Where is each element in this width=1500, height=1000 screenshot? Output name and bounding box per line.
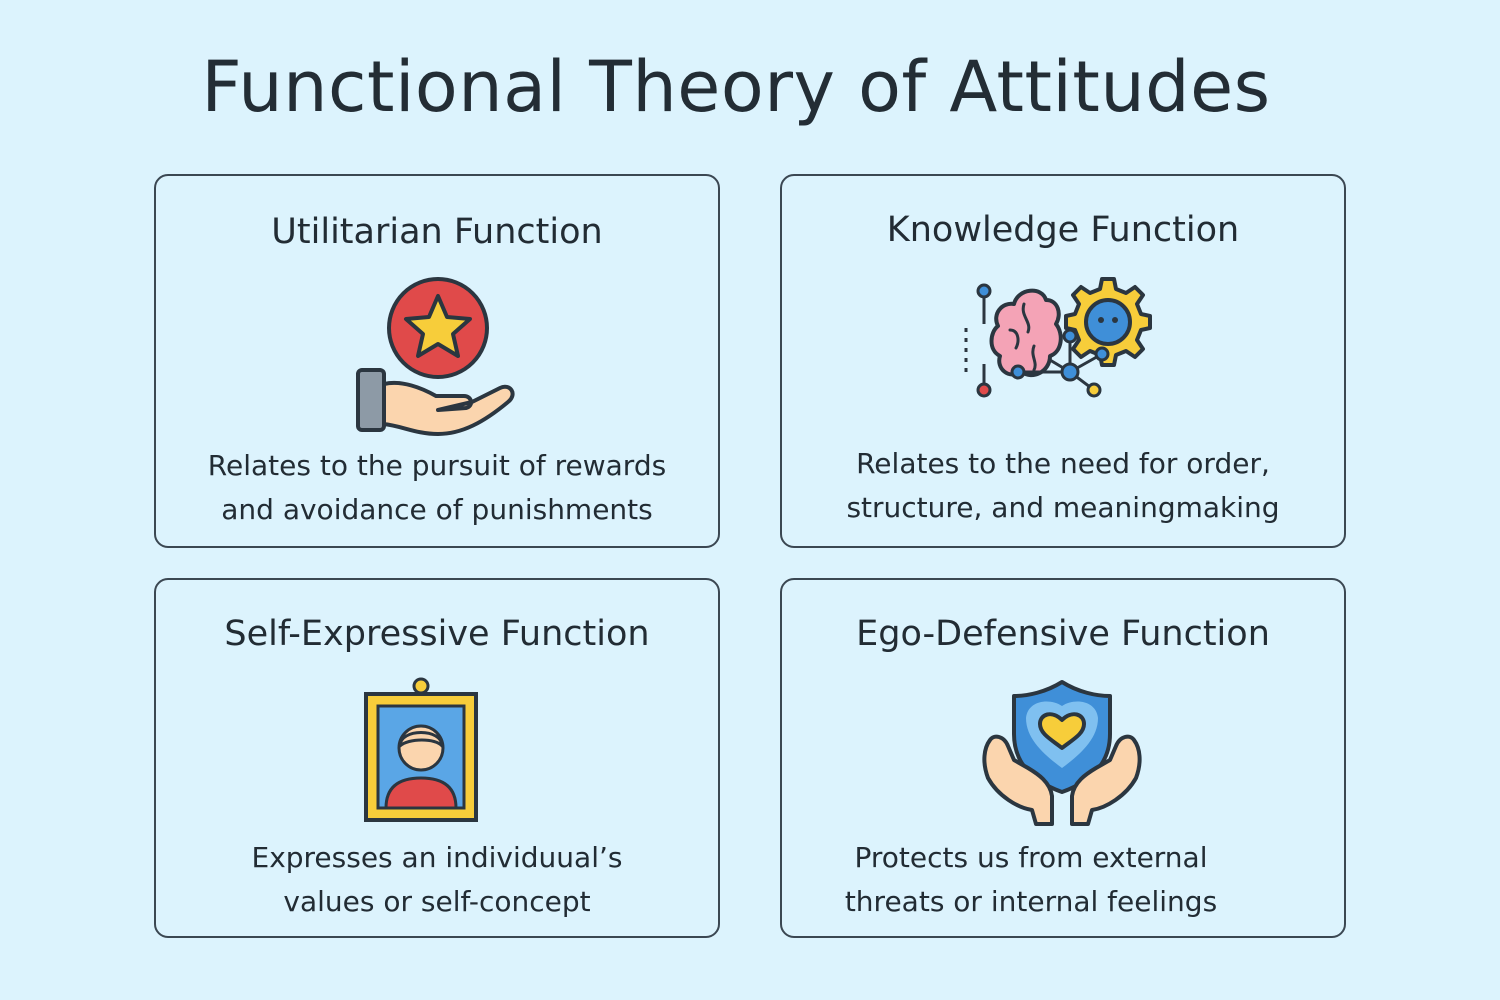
card-description: Protects us from external threats or int… [750, 836, 1312, 924]
card-knowledge: Knowledge Function [780, 174, 1346, 548]
desc-line: values or self-concept [283, 885, 591, 918]
card-title: Ego-Defensive Function [856, 614, 1270, 654]
card-description: Relates to the pursuit of rewards and av… [156, 444, 718, 532]
card-title: Self-Expressive Function [224, 614, 650, 654]
desc-line: structure, and meaningmaking [846, 491, 1280, 524]
card-description: Expresses an individuual’s values or sel… [156, 836, 718, 924]
card-self-expressive: Self-Expressive Function Expresses an in… [154, 578, 720, 938]
card-ego-defensive: Ego-Defensive Function Protects us from … [780, 578, 1346, 938]
desc-line: Relates to the pursuit of rewards [207, 449, 667, 482]
shield-heart-hands-icon [982, 680, 1142, 826]
desc-line: Expresses an individuual’s [251, 841, 623, 874]
page-title: Functional Theory of Attitudes [201, 46, 1271, 128]
card-description: Relates to the need for order, structure… [782, 442, 1344, 530]
desc-line: and avoidance of punishments [221, 493, 653, 526]
card-title: Knowledge Function [886, 210, 1240, 250]
brain-gear-network-icon [964, 277, 1152, 398]
card-title: Utilitarian Function [271, 212, 603, 252]
framed-portrait-icon [364, 677, 478, 822]
card-utilitarian: Utilitarian Function Relates to the purs… [154, 174, 720, 548]
desc-line: threats or internal feelings [844, 885, 1218, 918]
star-in-hand-icon [356, 277, 515, 436]
desc-line: Protects us from external [854, 841, 1208, 874]
desc-line: Relates to the need for order, [856, 447, 1270, 480]
